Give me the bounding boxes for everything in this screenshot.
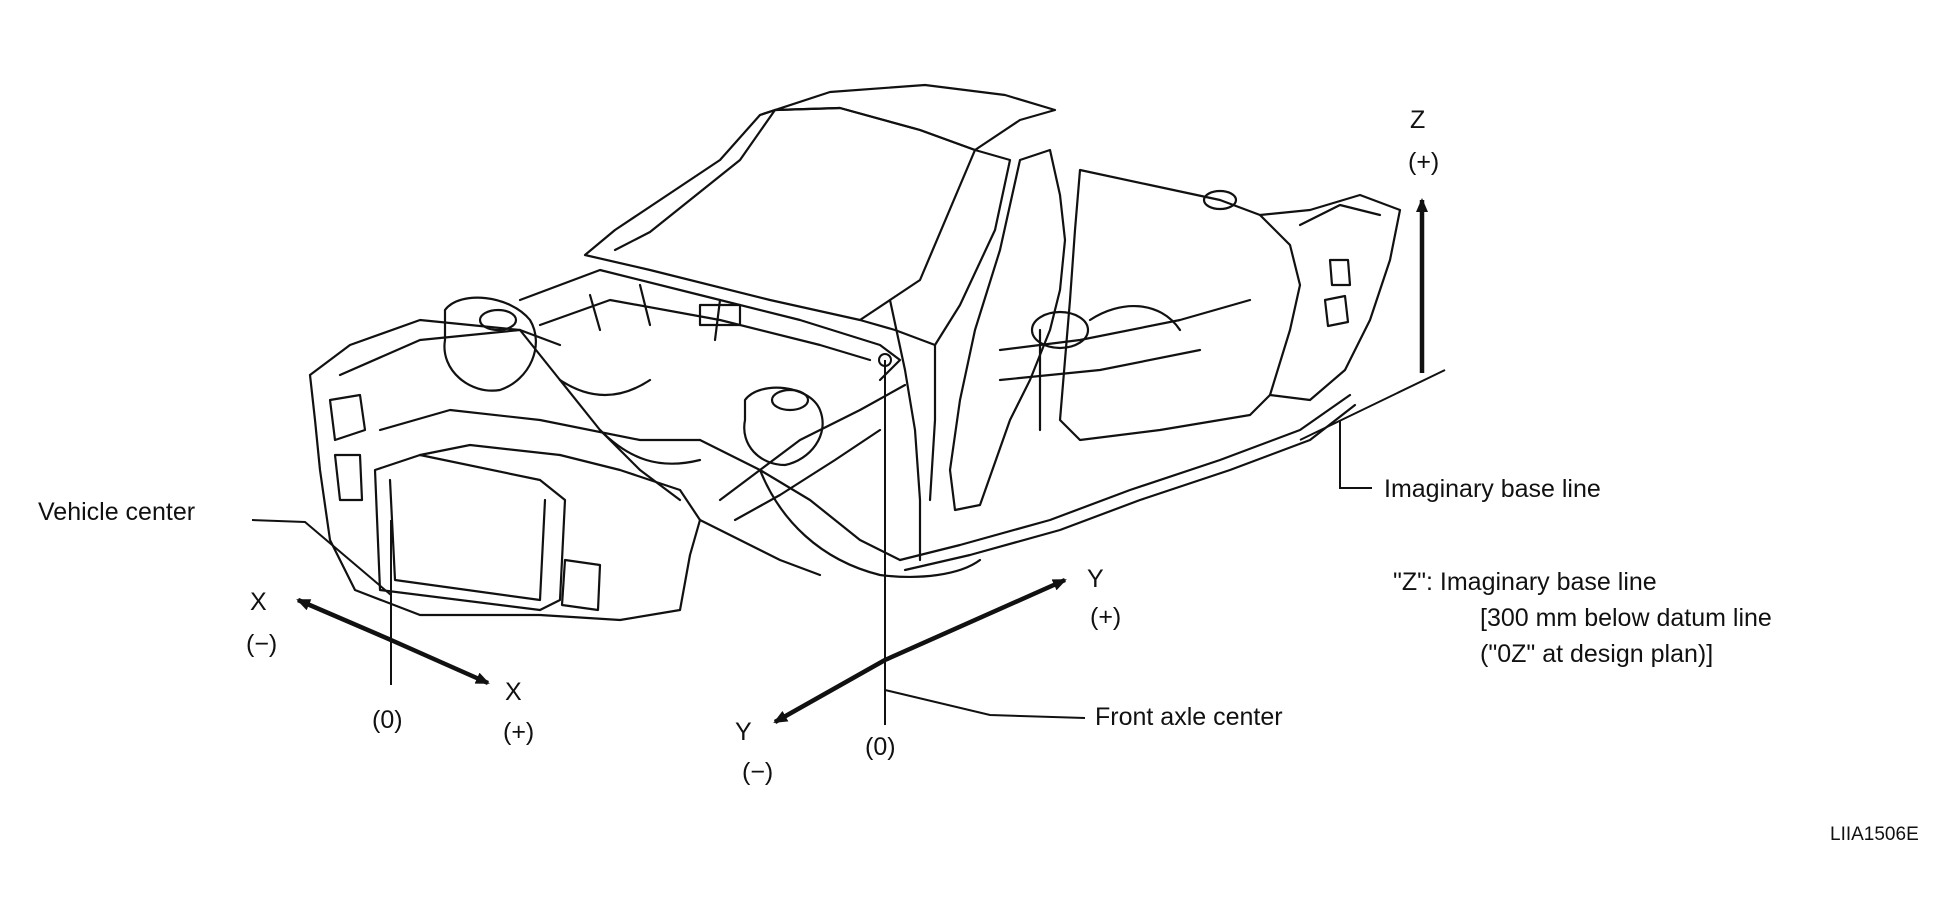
radiator-support xyxy=(308,318,702,622)
cowl-top xyxy=(518,268,902,382)
z-note-line-3: ("0Z" at design plan)] xyxy=(1480,640,1714,668)
radiator-opening xyxy=(373,453,567,612)
vehicle-center-label: Vehicle center xyxy=(38,498,196,526)
y-axis-arrow-positive xyxy=(884,577,1067,663)
front-door-opening xyxy=(948,148,1067,512)
y-axis-name-negative: Y xyxy=(735,718,752,746)
imaginary-base-line-label: Imaginary base line xyxy=(1384,475,1601,503)
engine-bay-rails xyxy=(338,328,702,442)
front-wheel-arch xyxy=(698,438,982,578)
y-axis-arrow-negative xyxy=(773,658,887,724)
windshield-frame xyxy=(583,106,977,322)
x-axis-arrow-negative xyxy=(296,597,392,643)
y-axis-positive-sign: (+) xyxy=(1090,603,1122,631)
x-axis-name-negative: X xyxy=(250,588,267,616)
rear-door-opening xyxy=(1058,168,1302,442)
z-note-line-2: [300 mm below datum line xyxy=(1480,604,1772,632)
rocker-sill xyxy=(898,393,1352,562)
front-axle-center-leader xyxy=(884,689,1086,719)
left-strut-tower xyxy=(443,296,537,392)
x-axis-arrow-positive xyxy=(390,637,490,686)
rear-quarter-panel xyxy=(1258,193,1402,402)
y-axis-name-positive: Y xyxy=(1087,565,1104,593)
x-axis-negative-sign: (−) xyxy=(246,630,278,658)
z-axis-name: Z xyxy=(1410,106,1426,134)
roof-panel xyxy=(758,83,1057,152)
x-axis-name-positive: X xyxy=(505,678,522,706)
figure-code: LIIA1506E xyxy=(1830,824,1919,845)
vehicle-center-leader xyxy=(251,519,392,596)
z-axis-positive-sign: (+) xyxy=(1408,148,1440,176)
y-axis-origin: (0) xyxy=(865,733,896,761)
right-strut-tower xyxy=(743,386,824,467)
x-axis-origin: (0) xyxy=(372,706,403,734)
front-axle-center-label: Front axle center xyxy=(1095,703,1283,731)
imaginary-base-leader xyxy=(1339,420,1372,489)
a-pillar xyxy=(858,148,1012,347)
x-axis-positive-sign: (+) xyxy=(503,718,535,746)
y-axis-negative-sign: (−) xyxy=(742,758,774,786)
imaginary-base-line xyxy=(1299,369,1446,441)
z-note-line-1: "Z": Imaginary base line xyxy=(1393,568,1657,596)
